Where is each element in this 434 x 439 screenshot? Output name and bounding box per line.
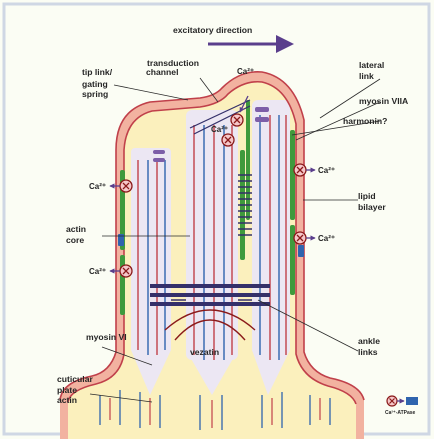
gating-label: gating (82, 79, 108, 89)
ca-left-1-label: Ca²⁺ (89, 182, 106, 191)
ca-inner-label: Ca²⁺ (211, 125, 228, 134)
channel-label: channel (146, 67, 178, 77)
ca-right-1-label: Ca²⁺ (318, 166, 335, 175)
lateral-label: lateral (359, 60, 384, 70)
actin-label: actin (66, 224, 86, 234)
ankle-links (150, 284, 270, 306)
ca-top-label: Ca²⁺ (237, 67, 254, 76)
actin-bottom-label: actin (57, 395, 77, 405)
plate-label: plate (57, 385, 77, 395)
lipid-label: lipid (358, 191, 376, 201)
pump-icon (406, 397, 418, 405)
vezatin-label: vezatin (190, 347, 219, 357)
spring-label: spring (82, 89, 108, 99)
bilayer-label: bilayer (358, 202, 386, 212)
right-stereocilium (252, 100, 290, 355)
ankle-label: ankle (358, 336, 380, 346)
links-label: links (358, 347, 378, 357)
direction-label: excitatory direction (173, 25, 252, 35)
ca-left-2-label: Ca²⁺ (89, 267, 106, 276)
myosin-viia-label: myosin VIIA (359, 96, 408, 106)
tip-link-label: tip link/ (82, 67, 113, 77)
myosin-vi-label: myosin VI (86, 332, 127, 342)
cuticular-label: cuticular (57, 374, 93, 384)
legend-pump-label: Ca²⁺-ATPase (385, 410, 416, 416)
link-label: link (359, 71, 374, 81)
core-label: core (66, 235, 84, 245)
harmonin-label: harmonin? (343, 116, 387, 126)
ca-right-2-label: Ca²⁺ (318, 234, 335, 243)
